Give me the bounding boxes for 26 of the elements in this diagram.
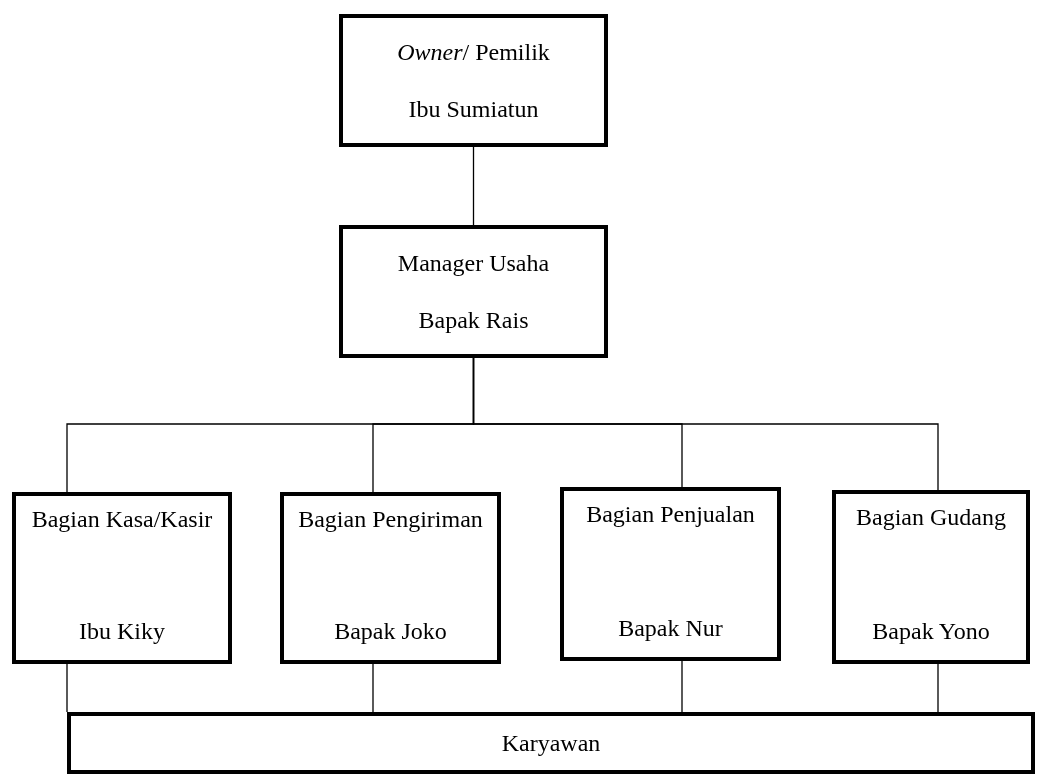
org-box xyxy=(339,14,608,147)
org-box xyxy=(339,225,608,358)
person-name: Ibu Sumiatun xyxy=(408,94,539,124)
connector-line xyxy=(66,663,68,713)
role-title: Owner/ Pemilik xyxy=(397,38,550,68)
person-name: Bapak Nur xyxy=(618,614,723,643)
role-title: Bagian Kasa/Kasir xyxy=(31,505,213,534)
person-name: Bapak Rais xyxy=(418,305,529,335)
connector-line xyxy=(937,663,939,713)
role-title: Bagian Gudang xyxy=(856,503,1006,532)
org-box xyxy=(12,492,232,664)
person-name: Ibu Kiky xyxy=(79,617,165,646)
connector-line xyxy=(372,663,374,713)
connector-line xyxy=(472,357,939,491)
person-name: Bapak Joko xyxy=(334,617,447,646)
connector-line xyxy=(681,660,683,713)
role-title: Karyawan xyxy=(501,729,601,758)
org-box xyxy=(832,490,1030,664)
org-box xyxy=(67,712,1035,774)
role-title: Bagian Pengiriman xyxy=(298,505,483,534)
role-title: Manager Usaha xyxy=(397,249,550,279)
org-box xyxy=(280,492,501,664)
role-title: Bagian Penjualan xyxy=(586,500,755,529)
connector-line xyxy=(472,146,475,226)
person-name: Bapak Yono xyxy=(872,617,990,646)
org-box xyxy=(560,487,781,661)
